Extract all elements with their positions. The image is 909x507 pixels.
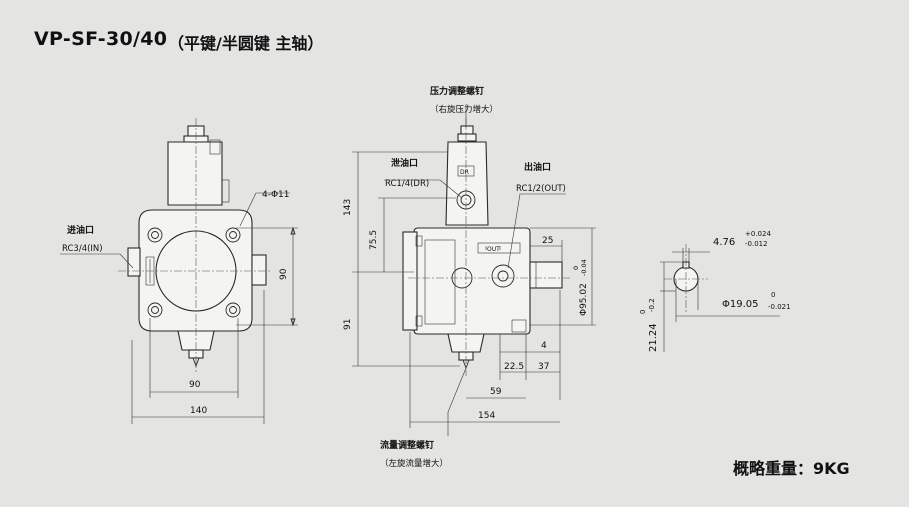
flow-screw-note: （左旋流量增大）: [380, 458, 448, 469]
model-subtitle: （平键/半圆键 主轴）: [168, 34, 324, 53]
dim-22-5: 22.5: [504, 362, 524, 372]
port-mark-out: OUT: [487, 246, 500, 253]
dim-shaft-tol-lower: -0.04: [580, 259, 588, 276]
dim-height-bottom: 91: [343, 319, 353, 330]
dim-height-top: 143: [343, 199, 353, 216]
dim-shaft-dia: Φ95.02: [579, 283, 589, 316]
inlet-spec: RC3/4(IN): [62, 244, 103, 254]
port-mark-dr: DR: [460, 169, 469, 176]
dim-bolt-spacing-v: 90: [279, 268, 289, 280]
key-width: 4.76: [713, 237, 735, 248]
front-view: [60, 118, 298, 424]
key-height-tol-upper: 0: [639, 310, 647, 314]
dim-154: 154: [478, 411, 495, 421]
drain-title: 泄油口: [391, 157, 418, 169]
dim-shaft-len: 25: [542, 236, 553, 246]
drain-spec: RC1/4(DR): [385, 179, 429, 189]
hole-callout: 4-Φ11: [262, 190, 290, 200]
key-height: 21.24: [648, 323, 659, 352]
shaft-section-dia: Φ19.05: [722, 299, 759, 310]
pressure-screw-title: 压力调整螺钉: [430, 85, 484, 97]
outlet-title: 出油口: [524, 161, 551, 173]
inlet-title: 进油口: [67, 224, 94, 236]
dim-shaft-tol-upper: 0: [572, 266, 580, 270]
shaft-section: [660, 244, 780, 352]
dim-bolt-spacing-h: 90: [189, 380, 201, 390]
pressure-screw-note: （右旋压力增大）: [430, 104, 498, 115]
outlet-spec: RC1/2(OUT): [516, 184, 566, 194]
dim-4: 4: [541, 341, 547, 351]
dim-drain-height: 75.5: [369, 230, 379, 250]
dim-59: 59: [490, 387, 502, 397]
key-width-tol-lower: -0.012: [745, 240, 768, 248]
key-height-tol-lower: -0.2: [648, 298, 656, 312]
side-view: [352, 104, 596, 436]
shaft-section-tol-upper: 0: [771, 291, 775, 299]
dim-37: 37: [538, 362, 549, 372]
flow-screw-title: 流量调整螺钉: [380, 439, 434, 451]
weight-label: 概略重量：9KG: [733, 459, 850, 478]
key-width-tol-upper: +0.024: [745, 230, 771, 238]
shaft-section-tol-lower: -0.021: [768, 303, 791, 311]
model-title: VP-SF-30/40: [34, 28, 168, 50]
dim-width: 140: [190, 406, 207, 416]
